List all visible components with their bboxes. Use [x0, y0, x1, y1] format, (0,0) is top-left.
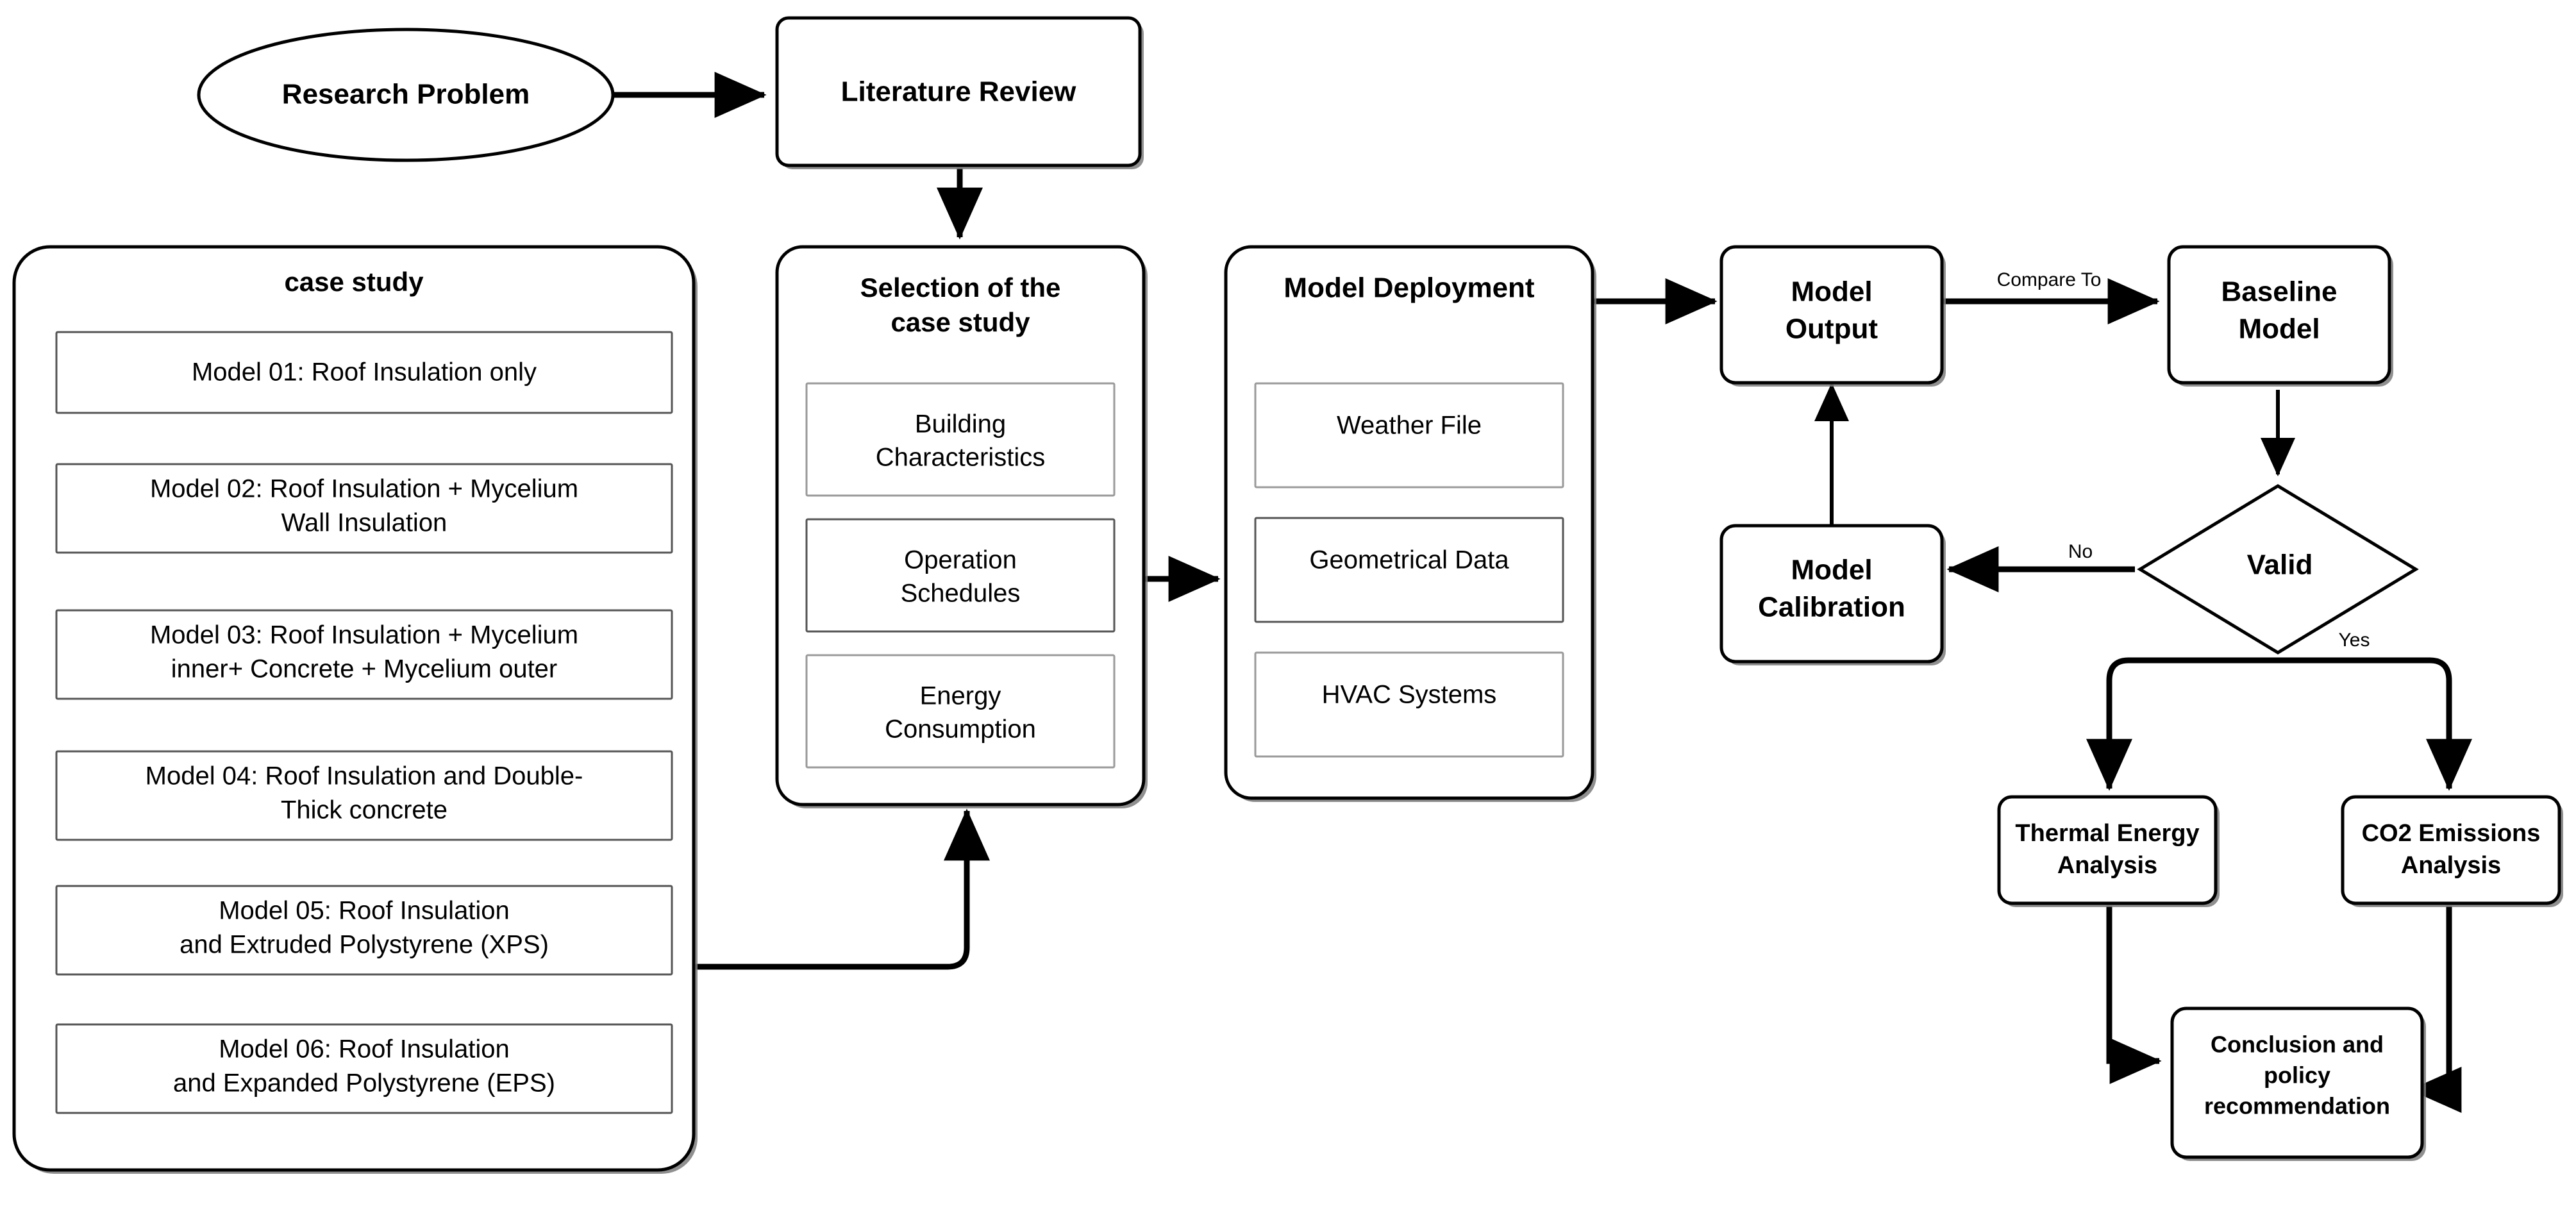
baseline-model-line2: Model — [2238, 313, 2320, 345]
model-03-line1: Model 03: Roof Insulation + Mycelium — [150, 621, 578, 649]
node-baseline-model[interactable]: Baseline Model — [2167, 245, 2393, 387]
list-item-model-02[interactable]: Model 02: Roof Insulation + Mycelium Wal… — [55, 463, 673, 554]
model-02-line1: Model 02: Roof Insulation + Mycelium — [150, 475, 578, 503]
model-05-line2: and Extruded Polystyrene (XPS) — [180, 931, 549, 959]
list-item-geometrical-data[interactable]: Geometrical Data — [1254, 517, 1564, 623]
model-02-line2: Wall Insulation — [281, 509, 447, 537]
node-research-problem[interactable]: Research Problem — [197, 28, 615, 162]
edge-label-compare-to: Compare To — [1997, 269, 2102, 290]
model-calibration-line1: Model — [1791, 555, 1872, 586]
co2-emissions-line1: CO2 Emissions — [2362, 820, 2541, 847]
case-study-title: case study — [284, 267, 424, 297]
node-literature-review[interactable]: Literature Review — [775, 16, 1144, 169]
building-characteristics-line2: Characteristics — [876, 444, 1046, 472]
thermal-energy-line2: Analysis — [2057, 852, 2157, 879]
building-characteristics-line1: Building — [915, 410, 1006, 438]
list-item-model-03[interactable]: Model 03: Roof Insulation + Mycelium inn… — [55, 609, 673, 700]
model-deployment-title: Model Deployment — [1284, 272, 1534, 304]
selection-title-line2: case study — [891, 307, 1030, 337]
thermal-energy-line1: Thermal Energy — [2015, 820, 2199, 847]
node-valid-decision[interactable]: Valid — [2137, 484, 2419, 655]
geometrical-data-label: Geometrical Data — [1309, 546, 1509, 574]
list-item-model-05[interactable]: Model 05: Roof Insulation and Extruded P… — [55, 885, 673, 976]
list-item-model-04[interactable]: Model 04: Roof Insulation and Double- Th… — [55, 750, 673, 841]
model-calibration-line2: Calibration — [1758, 592, 1905, 623]
selection-title-line1: Selection of the — [860, 272, 1061, 303]
node-model-calibration[interactable]: Model Calibration — [1719, 524, 1946, 665]
energy-consumption-line1: Energy — [920, 682, 1001, 710]
operation-schedules-line2: Schedules — [901, 580, 1021, 608]
list-item-operation-schedules[interactable]: Operation Schedules — [805, 518, 1116, 633]
conclusion-line2: policy — [2264, 1062, 2330, 1089]
list-item-model-01[interactable]: Model 01: Roof Insulation only — [55, 331, 673, 414]
list-item-hvac-systems[interactable]: HVAC Systems — [1254, 651, 1564, 758]
energy-consumption-line2: Consumption — [885, 715, 1036, 744]
weather-file-label: Weather File — [1337, 412, 1482, 440]
model-output-line1: Model — [1791, 276, 1872, 308]
conclusion-line3: recommendation — [2204, 1093, 2390, 1119]
model-output-line2: Output — [1786, 313, 1878, 345]
list-item-energy-consumption[interactable]: Energy Consumption — [805, 654, 1116, 769]
baseline-model-line1: Baseline — [2221, 276, 2338, 308]
co2-emissions-line2: Analysis — [2401, 852, 2501, 879]
edge-valid-yes-to-thermal — [2086, 657, 2278, 791]
hvac-systems-label: HVAC Systems — [1322, 681, 1497, 709]
node-conclusion-policy-recommendation[interactable]: Conclusion and policy recommendation — [2170, 1006, 2426, 1161]
edge-valid-yes-to-co2 — [2278, 657, 2472, 791]
node-thermal-energy-analysis[interactable]: Thermal Energy Analysis — [1997, 795, 2220, 907]
edge-casestudy-to-selection — [696, 808, 990, 970]
model-04-line2: Thick concrete — [281, 796, 447, 824]
edge-label-yes: Yes — [2339, 630, 2370, 651]
research-problem-label: Research Problem — [282, 79, 530, 110]
node-model-output[interactable]: Model Output — [1719, 245, 1946, 387]
literature-review-label: Literature Review — [841, 76, 1077, 108]
model-03-line2: inner+ Concrete + Mycelium outer — [171, 655, 558, 683]
edge-label-no: No — [2068, 541, 2093, 562]
model-01-line1: Model 01: Roof Insulation only — [192, 358, 537, 387]
group-model-deployment: Model Deployment Weather File Geometrica… — [1224, 245, 1596, 802]
model-06-line1: Model 06: Roof Insulation — [219, 1035, 510, 1064]
conclusion-line1: Conclusion and — [2211, 1031, 2384, 1058]
model-06-line2: and Expanded Polystyrene (EPS) — [173, 1069, 555, 1098]
valid-label: Valid — [2247, 549, 2313, 581]
group-case-study: case study Model 01: Roof Insulation onl… — [12, 245, 698, 1174]
model-05-line1: Model 05: Roof Insulation — [219, 897, 510, 925]
group-selection-of-case-study: Selection of the case study Building Cha… — [775, 245, 1148, 808]
list-item-model-06[interactable]: Model 06: Roof Insulation and Expanded P… — [55, 1023, 673, 1114]
node-co2-emissions-analysis[interactable]: CO2 Emissions Analysis — [2341, 795, 2563, 907]
model-04-line1: Model 04: Roof Insulation and Double- — [146, 762, 583, 790]
operation-schedules-line1: Operation — [904, 546, 1017, 574]
list-item-weather-file[interactable]: Weather File — [1254, 382, 1564, 489]
list-item-building-characteristics[interactable]: Building Characteristics — [805, 382, 1116, 497]
edge-thermal-to-conclusion — [2106, 906, 2162, 1084]
